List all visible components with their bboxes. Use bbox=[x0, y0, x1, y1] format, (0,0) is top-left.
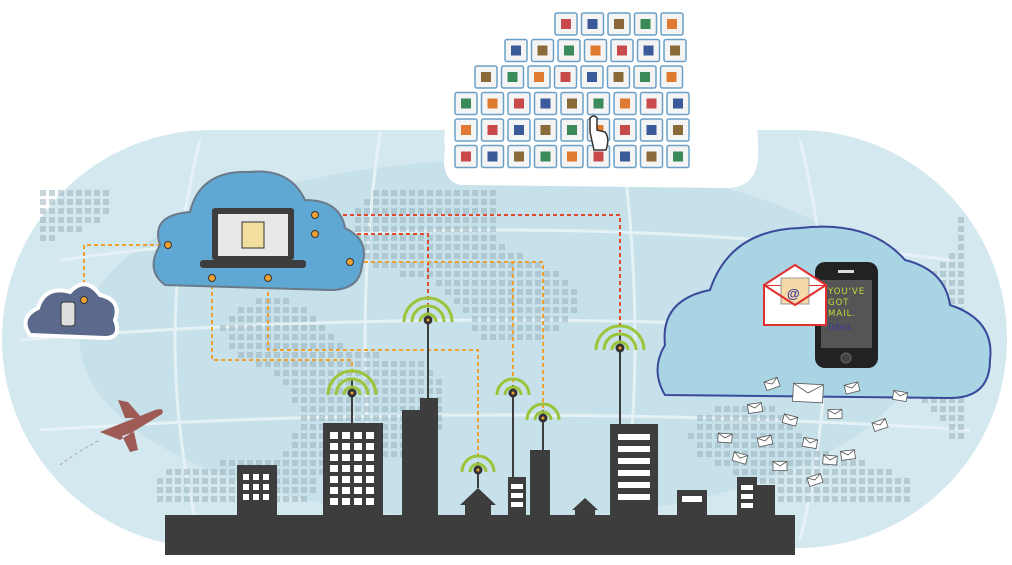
gears-icon bbox=[666, 144, 690, 169]
wifi-signal-icon bbox=[495, 377, 531, 398]
phone-message-line: MAIL. bbox=[828, 309, 856, 319]
pie-chart-icon bbox=[507, 91, 531, 116]
smartphone-icon bbox=[60, 301, 76, 327]
mail-letter-icon bbox=[772, 460, 788, 472]
calendar-icon bbox=[474, 65, 498, 89]
wifi-signal-icon bbox=[525, 402, 561, 423]
mail-icon bbox=[660, 12, 684, 36]
city-skyline bbox=[165, 296, 795, 555]
pie-chart-icon bbox=[554, 12, 578, 36]
check-icon bbox=[639, 91, 664, 116]
mail-letter-icon bbox=[806, 473, 824, 487]
clock-icon bbox=[580, 65, 604, 89]
mail-letter-icon bbox=[871, 417, 889, 433]
mail-letter-icon bbox=[731, 451, 749, 465]
document-icon bbox=[663, 38, 687, 63]
at-symbol: @ bbox=[787, 286, 800, 301]
mail-letter-icon bbox=[840, 449, 856, 461]
laptop-icon bbox=[200, 208, 306, 268]
gears-icon bbox=[454, 118, 478, 142]
mobile-cloud bbox=[23, 282, 119, 341]
phone-message-line: YOU'VE bbox=[827, 287, 865, 297]
mail-letter-icon bbox=[822, 454, 838, 466]
clipboard-icon bbox=[527, 65, 551, 89]
wifi-signal-icon bbox=[326, 369, 378, 398]
app-cloud bbox=[444, 2, 759, 188]
airplane-icon bbox=[59, 400, 163, 466]
document-icon bbox=[666, 118, 690, 142]
window-icon bbox=[607, 12, 631, 36]
mail-letter-icon bbox=[792, 382, 824, 404]
clock-icon bbox=[613, 144, 637, 169]
mail-icon bbox=[530, 38, 555, 63]
bar-chart-icon bbox=[633, 12, 658, 36]
phone-message-line: GOT bbox=[828, 298, 849, 308]
mail-letter-icon bbox=[746, 402, 764, 414]
line-chart-icon bbox=[613, 118, 637, 142]
wifi-signal-icon bbox=[402, 296, 454, 325]
envelope-icon: @ bbox=[763, 263, 827, 326]
window-icon bbox=[480, 118, 505, 142]
calendar-icon bbox=[583, 38, 608, 63]
bar-chart-icon bbox=[504, 38, 528, 63]
gears-icon bbox=[580, 12, 605, 36]
wifi-signal-icon bbox=[460, 454, 496, 475]
clock-icon bbox=[480, 91, 505, 116]
mail-cloud: YOU'VE GOT MAIL. Inbox @ bbox=[656, 225, 992, 487]
line-chart-icon bbox=[610, 38, 634, 63]
pie-chart-icon bbox=[606, 65, 631, 89]
window-icon bbox=[560, 91, 584, 116]
mail-icon bbox=[533, 118, 558, 142]
line-chart-icon bbox=[533, 144, 558, 169]
mail-letter-icon bbox=[891, 390, 909, 402]
mail-icon bbox=[613, 91, 637, 116]
window-icon bbox=[659, 65, 684, 89]
document-icon bbox=[454, 91, 478, 116]
wifi-signal-icon bbox=[594, 324, 646, 353]
mail-letter-icon bbox=[843, 381, 861, 395]
calendar-icon bbox=[507, 144, 531, 169]
document-icon bbox=[553, 65, 578, 89]
mail-letter-icon bbox=[801, 436, 819, 450]
document-icon bbox=[241, 221, 265, 249]
clipboard-icon bbox=[639, 118, 664, 142]
gears-icon bbox=[533, 91, 558, 116]
calendar-icon bbox=[666, 91, 690, 116]
laptop-cloud bbox=[80, 170, 365, 304]
hand-cursor-icon bbox=[589, 115, 609, 151]
mail-letter-icon bbox=[781, 413, 799, 427]
mail-letter-icon bbox=[717, 432, 733, 444]
check-icon bbox=[560, 118, 584, 142]
mail-letter-icon bbox=[827, 408, 843, 420]
mail-letter-icon bbox=[763, 376, 781, 392]
mail-icon bbox=[454, 144, 478, 169]
bar-chart-icon bbox=[586, 91, 611, 116]
pie-chart-icon bbox=[639, 144, 664, 169]
clipboard-icon bbox=[560, 144, 584, 169]
check-icon bbox=[557, 38, 581, 63]
bar-chart-icon bbox=[507, 118, 531, 142]
inbox-label: Inbox bbox=[828, 322, 851, 333]
mail-letter-icon bbox=[756, 434, 774, 448]
line-chart-icon bbox=[500, 65, 525, 89]
gears-icon bbox=[633, 65, 657, 89]
check-icon bbox=[480, 144, 505, 169]
clipboard-icon bbox=[636, 38, 661, 63]
smartphone: YOU'VE GOT MAIL. Inbox bbox=[815, 262, 878, 368]
